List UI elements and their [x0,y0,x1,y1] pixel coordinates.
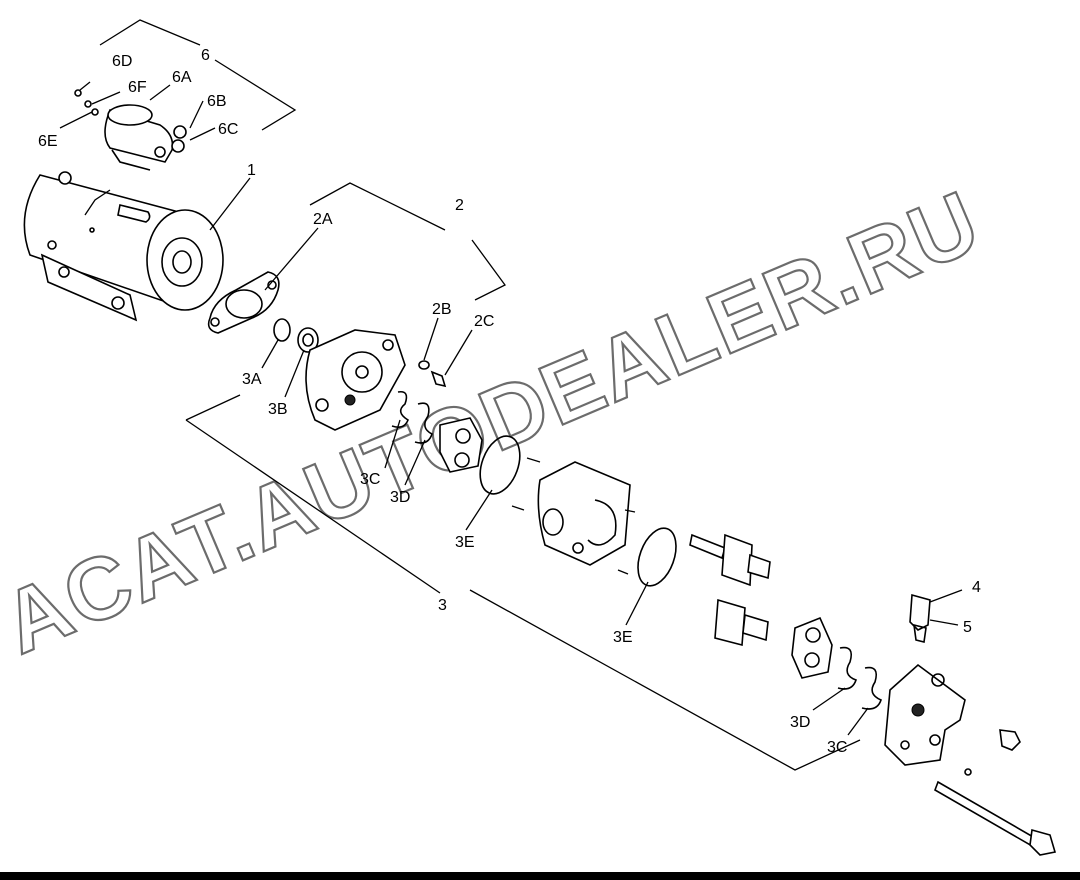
washer-part [418,360,430,370]
callout-3c-upper: 3C [360,471,380,488]
callout-3b: 3B [268,401,288,418]
callout-3d-lower: 3D [790,714,810,731]
bracket-group-3 [185,394,861,771]
bottom-border [0,872,1080,880]
callout-6: 6 [201,47,210,64]
bolt-part [430,370,447,388]
callout-4: 4 [972,579,981,596]
tie-bolt-part [934,780,1057,856]
callout-2b: 2B [432,301,452,318]
bearing-part [297,327,319,353]
callout-3e-lower: 3E [613,629,633,646]
callout-6e: 6E [38,133,58,150]
driven-gear-part [714,598,769,647]
callout-2: 2 [455,197,464,214]
callout-2c: 2C [474,313,494,330]
fitting-part [964,768,972,776]
bushing-lower-part [791,616,833,679]
seal-upper-3d [414,402,433,444]
callout-3d-upper: 3D [390,489,410,506]
callout-6b: 6B [207,93,227,110]
callout-5: 5 [963,619,972,636]
callout-1: 1 [247,162,256,179]
seal-upper-3c [391,390,409,428]
relief-valve-part [909,593,931,643]
o-ring-lower-part [637,527,677,587]
pump-body-part [511,457,636,575]
motor-part [23,171,224,322]
seal-lower-3d [837,646,858,690]
front-cover-part [305,329,406,431]
snap-ring-part [273,318,291,342]
drive-gear-part [689,533,771,587]
callout-6f: 6F [128,79,147,96]
callout-3: 3 [438,597,447,614]
plug-part [999,729,1021,751]
rear-cover-part [884,663,966,766]
callout-3c-lower: 3C [827,739,847,756]
solenoid-part [74,89,187,171]
leader-lines [59,81,963,736]
callout-3e-upper: 3E [455,534,475,551]
bracket-group-6 [99,19,297,131]
seal-lower-3c [861,666,882,710]
callout-6a: 6A [172,69,192,86]
callout-3a: 3A [242,371,262,388]
callout-6c: 6C [218,121,238,138]
bushing-upper-part [439,417,483,473]
callout-6d: 6D [112,53,132,70]
bracket-group-2 [309,182,506,301]
callout-2a: 2A [313,211,333,228]
